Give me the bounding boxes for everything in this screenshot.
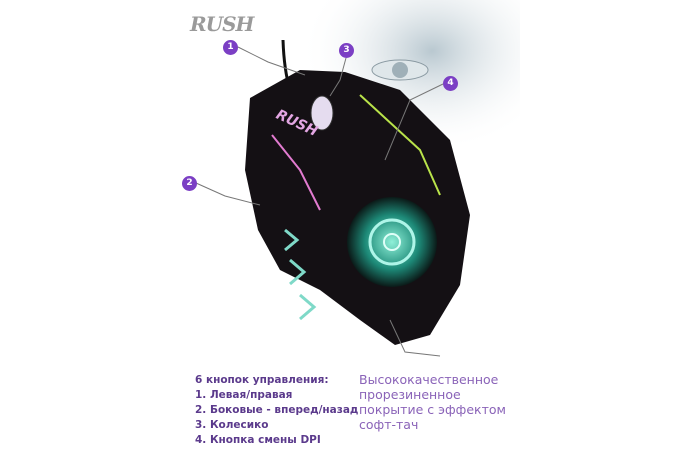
side-chevrons (284, 228, 317, 321)
brand-logo: RUSH (190, 12, 254, 36)
green-strip (359, 94, 441, 196)
glowing-logo-ring (347, 197, 437, 287)
callout-lines (195, 46, 444, 357)
coating-description: Высококачественное прорезиненное покрыти… (359, 372, 506, 432)
callout-badge-2: 2 (182, 176, 197, 191)
pink-strip (271, 134, 321, 211)
features-title: 6 кнопок управления: (195, 374, 329, 386)
coating-line: покрытие с эффектом (359, 402, 506, 417)
coating-line: прорезиненное (359, 387, 461, 402)
callout-badge-1: 1 (223, 40, 238, 55)
coating-line: софт-тач (359, 417, 419, 432)
feature-item: 2. Боковые - вперед/назад (195, 404, 359, 416)
feature-item: 4. Кнопка смены DPI (195, 434, 321, 446)
scroll-wheel (310, 95, 334, 131)
features-list: 6 кнопок управления: 1. Левая/правая 2. … (195, 373, 358, 448)
coating-line: Высококачественное (359, 372, 499, 387)
callout-badge-3: 3 (339, 43, 354, 58)
feature-item: 3. Колесико (195, 419, 269, 431)
feature-item: 1. Левая/правая (195, 389, 293, 401)
callout-badge-4: 4 (443, 76, 458, 91)
